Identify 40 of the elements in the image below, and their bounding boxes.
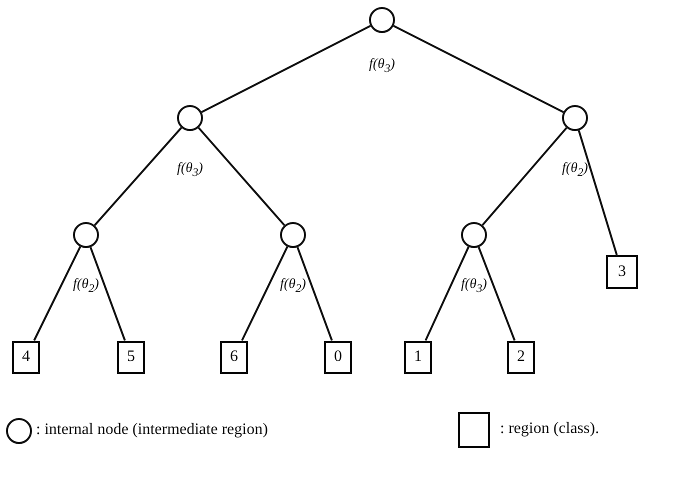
connector-line bbox=[296, 246, 333, 341]
connector-line bbox=[198, 127, 286, 226]
circle-node bbox=[369, 7, 395, 33]
connector-line bbox=[90, 246, 126, 341]
connector-line bbox=[241, 246, 288, 341]
connector-line bbox=[482, 127, 568, 226]
class-number: 5 bbox=[127, 348, 135, 366]
connector-line bbox=[478, 246, 516, 341]
connector-line bbox=[424, 246, 470, 341]
class-number: 2 bbox=[517, 348, 525, 366]
class-number: 4 bbox=[22, 348, 30, 366]
split-function-label: f(θ$_{2}$) bbox=[562, 161, 588, 179]
split-function-label: f(θ$_{3}$) bbox=[369, 57, 395, 75]
class-number: 1 bbox=[414, 348, 422, 366]
class-box bbox=[404, 340, 432, 374]
class-number: 3 bbox=[618, 263, 626, 281]
circle-node bbox=[280, 222, 306, 248]
class-box bbox=[220, 340, 248, 374]
class-box bbox=[324, 340, 352, 374]
split-function-label: f(θ$_{3}$) bbox=[177, 161, 203, 179]
split-function-label: f(θ$_{2}$) bbox=[280, 277, 306, 295]
connector-line bbox=[94, 127, 182, 226]
legend-text: : region (class). bbox=[500, 420, 600, 438]
class-box bbox=[117, 340, 145, 374]
circle-node bbox=[461, 222, 487, 248]
split-function-label: f(θ$_{2}$) bbox=[73, 277, 99, 295]
class-box bbox=[12, 340, 40, 374]
connector-line bbox=[201, 25, 371, 113]
circle-node bbox=[562, 105, 588, 131]
class-box bbox=[606, 255, 638, 289]
class-number: 0 bbox=[334, 348, 342, 366]
connector-line bbox=[578, 130, 618, 256]
circle-node bbox=[177, 105, 203, 131]
class-number: 6 bbox=[230, 348, 238, 366]
class-box bbox=[507, 340, 535, 374]
connector-line bbox=[393, 25, 564, 113]
legend-text: : internal node (intermediate region) bbox=[36, 421, 268, 439]
circle-node bbox=[73, 222, 99, 248]
split-function-label: f(θ$_{3}$) bbox=[461, 277, 487, 295]
connector-line bbox=[33, 246, 82, 341]
